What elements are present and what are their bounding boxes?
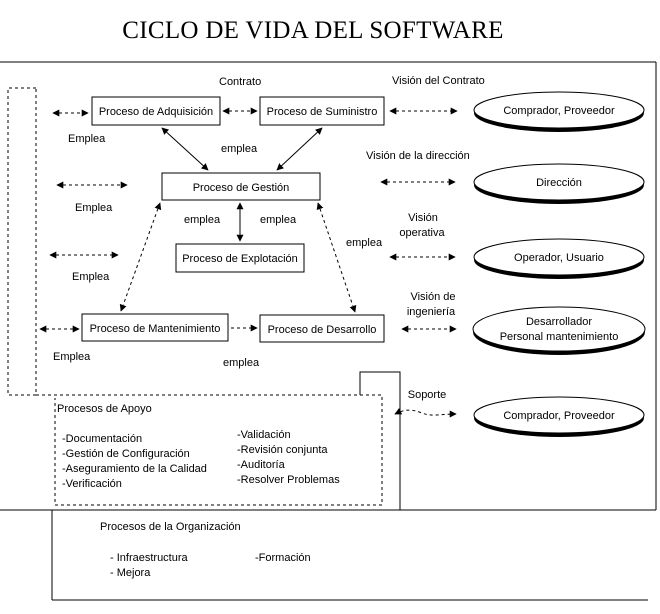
apoyo-item: -Documentación [62,433,142,445]
apoyo-title: Procesos de Apoyo [57,403,152,415]
arrow-adquisicion-gestion [161,127,209,171]
label-emplea-center-1: emplea [221,143,258,155]
apoyo-right-list: -Validación -Revisión conjunta -Auditorí… [237,429,340,486]
label-emplea-center-4: emplea [346,237,383,249]
label-soporte: Soporte [408,389,447,401]
label-emplea-center-3: emplea [260,214,297,226]
apoyo-left-list: -Documentación -Gestión de Configuración… [62,433,207,490]
label-vision-operativa-2: operativa [399,227,445,239]
support-connector-frame [359,371,401,510]
organizacion-item: - Mejora [110,567,151,579]
organizacion-item: -Formación [255,552,311,564]
label-contrato: Contrato [219,76,261,88]
process-mantenimiento: Proceso de Mantenimiento [81,313,229,342]
apoyo-item: -Auditoría [237,459,286,471]
svg-text:Proceso de Desarrollo: Proceso de Desarrollo [268,324,377,336]
actor-operador: Operador, Usuario [473,238,645,279]
label-vision-ingenieria-2: ingeniería [407,306,456,318]
apoyo-item: -Aseguramiento de la Calidad [62,463,207,475]
svg-text:Personal mantenimiento: Personal mantenimiento [500,331,619,343]
page-title: CICLO DE VIDA DEL SOFTWARE [122,17,503,44]
apoyo-item: -Resolver Problemas [237,474,340,486]
actor-comprador-2: Comprador, Proveedor [473,396,645,437]
svg-text:Proceso de Explotación: Proceso de Explotación [182,253,298,265]
svg-text:Dirección: Dirección [536,177,582,189]
process-explotacion: Proceso de Explotación [175,243,305,273]
apoyo-item: -Revisión conjunta [237,444,328,456]
svg-text:Proceso de Suministro: Proceso de Suministro [267,106,378,118]
apoyo-item: -Gestión de Configuración [62,448,190,460]
arrow-right-5 [394,408,457,418]
support-dashed-frame-main [36,394,383,506]
label-vision-contrato: Visión del Contrato [392,75,485,87]
apoyo-item: -Validación [237,429,291,441]
actor-direccion: Dirección [473,163,645,204]
actor-desarrollador: Desarrollador Personal mantenimiento [472,306,646,355]
support-dashed-frame [7,87,37,396]
arrow-suministro-gestion [276,127,323,171]
apoyo-item: -Verificación [62,478,122,490]
svg-text:Operador, Usuario: Operador, Usuario [514,252,604,264]
svg-text:Proceso de Adquisición: Proceso de Adquisición [99,106,213,118]
organizacion-item: - Infraestructura [110,552,189,564]
arrow-gestion-desarrollo [316,202,357,313]
process-adquisicion: Proceso de Adquisición [91,96,221,126]
actor-comprador-1: Comprador, Proveedor [473,91,645,132]
process-gestion: Proceso de Gestión [161,172,321,201]
svg-text:Proceso de Gestión: Proceso de Gestión [193,182,290,194]
label-vision-operativa-1: Visión [408,212,438,224]
arrow-gestion-mantenimiento [119,202,162,312]
svg-text:Desarrollador: Desarrollador [526,316,592,328]
process-desarrollo: Proceso de Desarrollo [259,314,385,343]
svg-text:Comprador, Proveedor: Comprador, Proveedor [503,105,615,117]
label-emplea-left-3: Empleа [72,271,110,283]
label-emplea-left-4: Empleа [53,351,91,363]
svg-text:Comprador, Proveedor: Comprador, Proveedor [503,410,615,422]
label-vision-direccion: Visión de la dirección [366,150,470,162]
process-suministro: Proceso de Suministro [259,96,385,126]
label-emplea-left-2: Empleа [75,202,113,214]
label-vision-ingenieria-1: Visión de [410,291,455,303]
organizacion-title: Procesos de la Organización [100,521,241,533]
label-emplea-center-5: emplea [223,357,260,369]
label-emplea-center-2: emplea [184,214,221,226]
svg-text:Proceso de Mantenimiento: Proceso de Mantenimiento [90,323,221,335]
label-emplea-left-1: Empleа [68,133,106,145]
